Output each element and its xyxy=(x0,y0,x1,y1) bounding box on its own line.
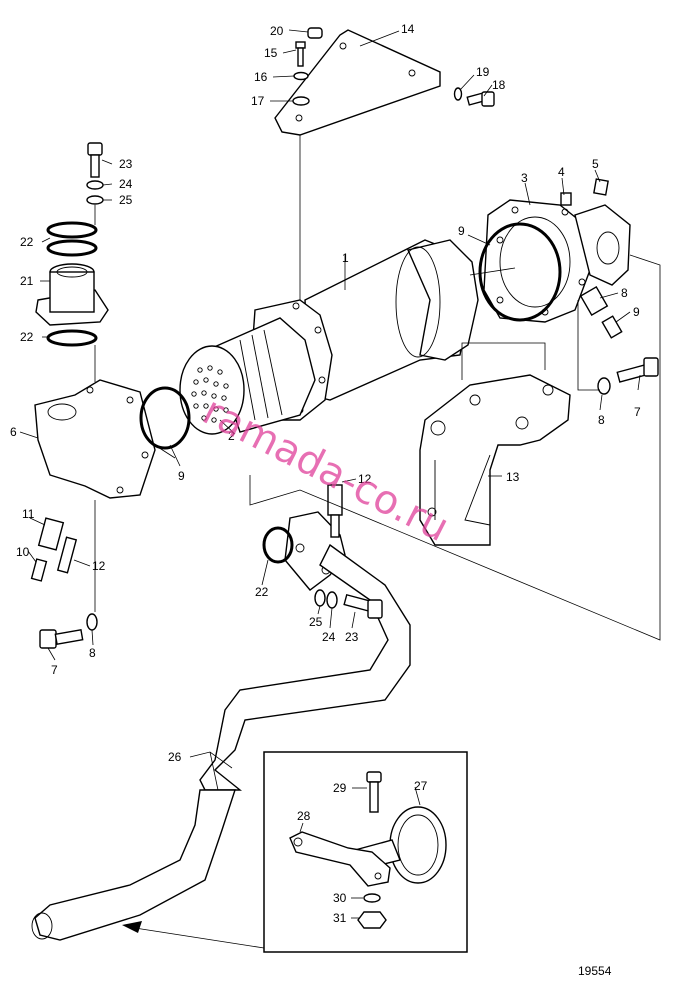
sensor-10 xyxy=(30,558,48,582)
mounting-bracket xyxy=(274,29,441,136)
callout-labels: 1 2 3 4 5 6 7 7 8 8 8 9 9 9 10 11 12 12 … xyxy=(10,22,641,978)
sensor-12-left xyxy=(56,536,78,574)
callout-8-left: 8 xyxy=(89,646,96,660)
callout-7-left: 7 xyxy=(51,663,58,677)
clamp-detail-inset xyxy=(263,751,468,953)
callout-21: 21 xyxy=(20,274,34,288)
callout-14: 14 xyxy=(401,22,415,36)
washer-30 xyxy=(363,893,381,903)
callout-27: 27 xyxy=(414,779,428,793)
bolt-18 xyxy=(466,91,495,107)
bracket-28 xyxy=(289,831,391,887)
plug-4 xyxy=(560,192,572,206)
callout-4: 4 xyxy=(558,165,565,179)
washer-8-left xyxy=(86,613,98,631)
callout-11: 11 xyxy=(22,507,35,521)
callout-9-cover: 9 xyxy=(458,224,465,238)
sensor-11 xyxy=(37,517,65,551)
tube-stack-insert xyxy=(179,317,316,435)
callout-23-pipe: 23 xyxy=(345,630,359,644)
bolt-7-right xyxy=(616,357,659,383)
o-ring-22-top-a xyxy=(46,221,98,239)
callout-1: 1 xyxy=(342,251,349,265)
callout-6: 6 xyxy=(10,425,17,439)
sensor-8-right xyxy=(579,286,609,316)
callout-30: 30 xyxy=(333,891,347,905)
callout-16: 16 xyxy=(254,70,268,84)
bolt-15 xyxy=(295,41,306,67)
callout-8-right-top: 8 xyxy=(621,286,628,300)
callout-9-left: 9 xyxy=(178,469,185,483)
sensor-12-center xyxy=(327,484,343,538)
callout-22-top: 22 xyxy=(20,235,34,249)
bolt-23-pipe xyxy=(343,593,383,619)
end-cover xyxy=(483,199,631,323)
callout-17: 17 xyxy=(251,94,265,108)
washer-8-right xyxy=(597,377,611,395)
callout-23-top: 23 xyxy=(119,157,133,171)
callout-24-pipe: 24 xyxy=(322,630,336,644)
callout-28: 28 xyxy=(297,809,311,823)
callout-12-center: 12 xyxy=(358,472,372,486)
sensor-9-right xyxy=(601,315,623,339)
callout-31: 31 xyxy=(333,911,347,925)
callout-22-pipe: 22 xyxy=(255,585,269,599)
callout-19: 19 xyxy=(476,65,490,79)
bolt-23-top xyxy=(87,142,103,178)
callout-9-right: 9 xyxy=(633,305,640,319)
callout-26: 26 xyxy=(168,750,182,764)
o-ring-22-pipe xyxy=(262,526,294,564)
callout-15: 15 xyxy=(264,46,278,60)
callout-12-left: 12 xyxy=(92,559,106,573)
filter-bracket xyxy=(419,374,571,546)
callout-2: 2 xyxy=(228,429,235,443)
bolt-7-left xyxy=(39,629,84,649)
bolt-20 xyxy=(307,27,323,39)
callout-8-right: 8 xyxy=(598,413,605,427)
flange-21 xyxy=(35,263,109,326)
o-ring-22-mid xyxy=(46,329,98,347)
washer-24-top xyxy=(86,180,104,190)
o-ring-left xyxy=(139,386,191,450)
callout-13: 13 xyxy=(506,470,520,484)
callout-29: 29 xyxy=(333,781,347,795)
nut-17 xyxy=(292,96,310,106)
callout-5: 5 xyxy=(592,157,599,171)
washer-19 xyxy=(453,87,463,101)
callout-20: 20 xyxy=(270,24,284,38)
callout-25-pipe: 25 xyxy=(309,615,323,629)
nut-31 xyxy=(357,911,387,929)
drawing-number: 19554 xyxy=(578,964,612,978)
o-ring-22-top-b xyxy=(46,239,98,257)
washer-16 xyxy=(293,71,309,81)
callout-24-top: 24 xyxy=(119,177,133,191)
washer-25-pipe xyxy=(314,589,326,607)
o-ring-right xyxy=(478,222,562,322)
plug-5 xyxy=(593,178,609,196)
callout-7-right: 7 xyxy=(634,405,641,419)
callout-22-mid: 22 xyxy=(20,330,34,344)
washer-25-top xyxy=(86,195,104,205)
outlet-pipe xyxy=(31,511,411,941)
callout-25-top: 25 xyxy=(119,193,133,207)
washer-24-pipe xyxy=(326,591,338,609)
callout-3: 3 xyxy=(521,171,528,185)
callout-10: 10 xyxy=(16,545,30,559)
end-cover-left xyxy=(34,379,156,499)
bolt-29 xyxy=(366,771,382,813)
callout-18: 18 xyxy=(492,78,506,92)
